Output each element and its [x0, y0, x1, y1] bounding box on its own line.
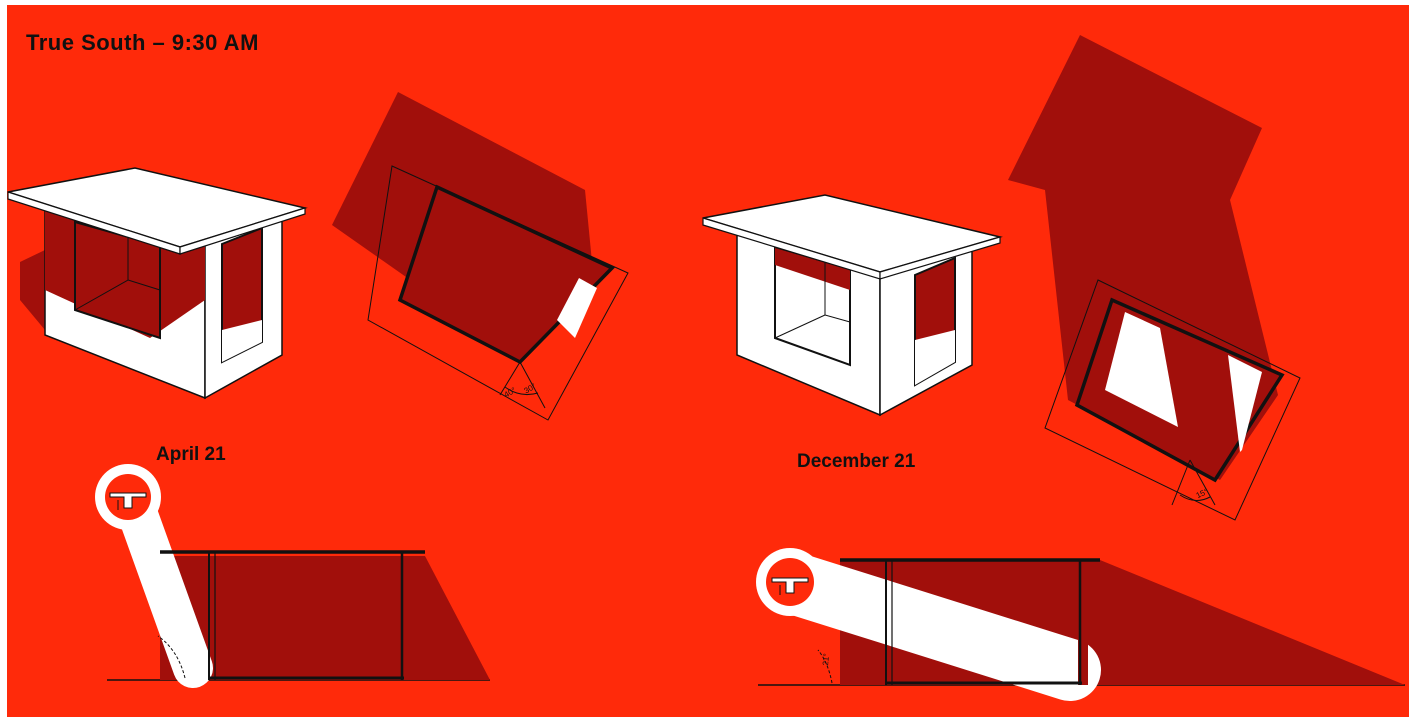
april-label: April 21 — [156, 444, 226, 466]
diagram-title: True South – 9:30 AM — [26, 30, 259, 56]
angle-mark: 21° — [821, 653, 831, 666]
december-label: December 21 — [797, 451, 915, 473]
